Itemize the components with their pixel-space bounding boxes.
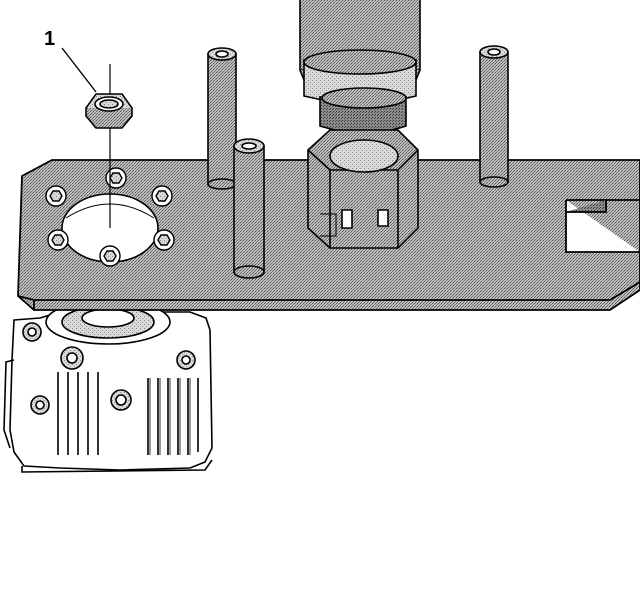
- guide-posts: [207, 45, 509, 279]
- bolt-1: [45, 185, 67, 207]
- guide-post-right: [479, 45, 509, 188]
- guide-post-front-left: [233, 138, 265, 279]
- transfer-case-housing: [3, 299, 213, 473]
- nut-callout-1: [61, 47, 133, 228]
- press-socket-adapter: [307, 129, 419, 249]
- bolt-4: [47, 229, 69, 251]
- bolt-3: [151, 185, 173, 207]
- bolt-6: [153, 229, 175, 251]
- callout-label-1: 1: [44, 28, 56, 50]
- bolt-2: [105, 167, 127, 189]
- press-ram: [299, 0, 421, 134]
- plate-bolts: [45, 167, 175, 267]
- guide-post-back-left: [207, 47, 237, 190]
- bolt-5: [99, 245, 121, 267]
